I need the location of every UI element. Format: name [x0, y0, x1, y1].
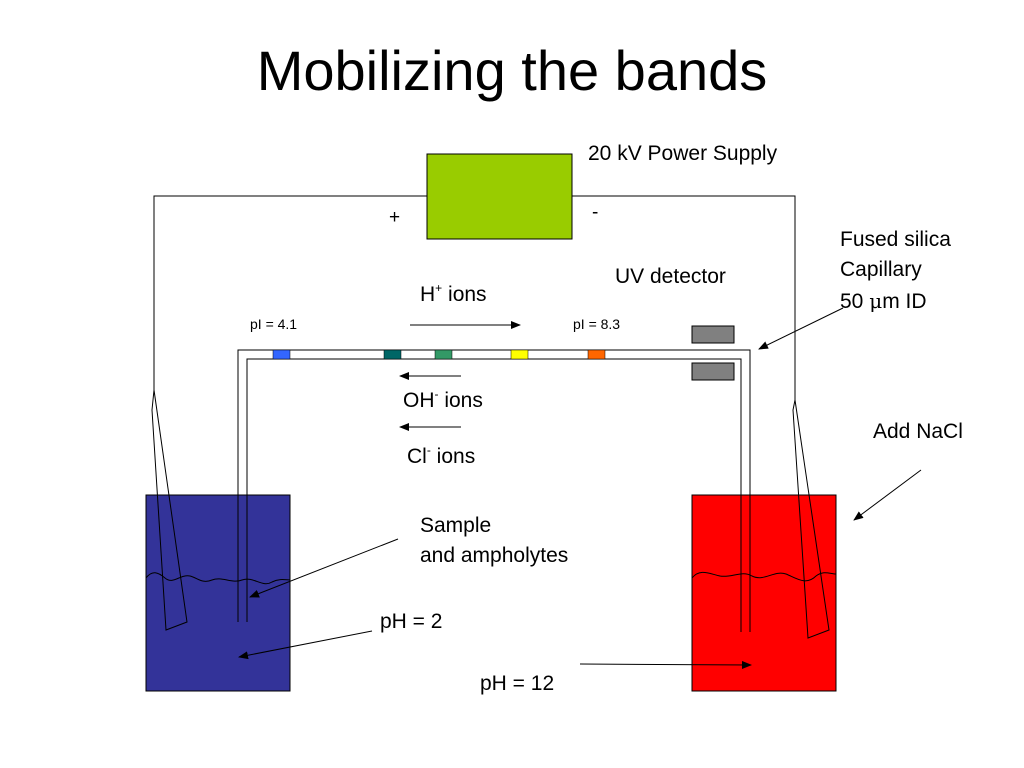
power-supply-box: [426, 153, 573, 240]
pi-right-label: pI = 8.3: [573, 316, 621, 332]
ph-12-label: pH = 12: [480, 672, 555, 695]
cathode-electrode: [792, 399, 830, 639]
h-ion-charge: +: [435, 281, 443, 295]
add-nacl-callout-arrow: [853, 469, 922, 521]
capillary-label-line2: Capillary: [840, 258, 922, 281]
ph12-callout-arrow: [579, 660, 752, 669]
band-4: [510, 349, 529, 360]
plus-terminal-label: +: [389, 207, 401, 228]
capillary-diameter-value: 50: [840, 290, 870, 313]
capillary-callout-arrow: [758, 307, 844, 350]
cathode-liquid-surface: [691, 571, 837, 582]
slide-title: Mobilizing the bands: [256, 39, 768, 102]
ph2-callout-arrow: [238, 630, 373, 660]
capillary-inner: [246, 358, 742, 632]
micro-symbol: μ: [869, 289, 883, 313]
ph-2-label: pH = 2: [380, 610, 443, 633]
cl-ion-charge: -: [426, 443, 431, 457]
pi-left-label: pI = 4.1: [250, 316, 298, 332]
capillary-outer: [237, 349, 751, 632]
cl-ion-text: ions: [430, 445, 476, 468]
oh-ions-label: OH- ions: [403, 388, 483, 414]
uv-detector-label: UV detector: [615, 265, 726, 288]
band-pi-4.1: [272, 349, 291, 360]
capillary-diameter-unit: m ID: [882, 290, 927, 313]
power-supply-label: 20 kV Power Supply: [588, 142, 778, 165]
cathode-wire: [571, 195, 796, 400]
anode-wire: [153, 195, 427, 390]
band-3: [434, 349, 453, 360]
sample-label-line2: and ampholytes: [420, 544, 569, 567]
band-2: [383, 349, 402, 360]
add-nacl-label: Add NaCl: [873, 420, 963, 443]
cl-ions-label: Cl- ions: [407, 444, 475, 470]
minus-terminal-label: -: [592, 202, 599, 223]
band-pi-8.3: [587, 349, 606, 360]
anode-electrode: [151, 389, 188, 631]
capillary-label-line1: Fused silica: [840, 228, 951, 251]
h-ions-label: H+ ions: [420, 282, 487, 308]
oh-ion-symbol: OH: [403, 389, 435, 412]
anode-reservoir: [145, 494, 291, 692]
h-ion-text: ions: [442, 283, 487, 306]
sample-label-line1: Sample: [420, 514, 492, 537]
sample-callout-arrow: [249, 538, 399, 598]
oh-ion-text: ions: [438, 389, 483, 412]
uv-detector-bottom: [691, 362, 735, 381]
oh-ion-charge: -: [434, 387, 439, 401]
anode-liquid-surface: [145, 572, 291, 585]
h-ion-symbol: H: [420, 283, 436, 306]
capillary-label-line3: 50 μm ID: [840, 288, 927, 315]
uv-detector-top: [691, 325, 735, 344]
cathode-reservoir: [691, 494, 837, 692]
cl-ion-symbol: Cl: [407, 445, 427, 468]
